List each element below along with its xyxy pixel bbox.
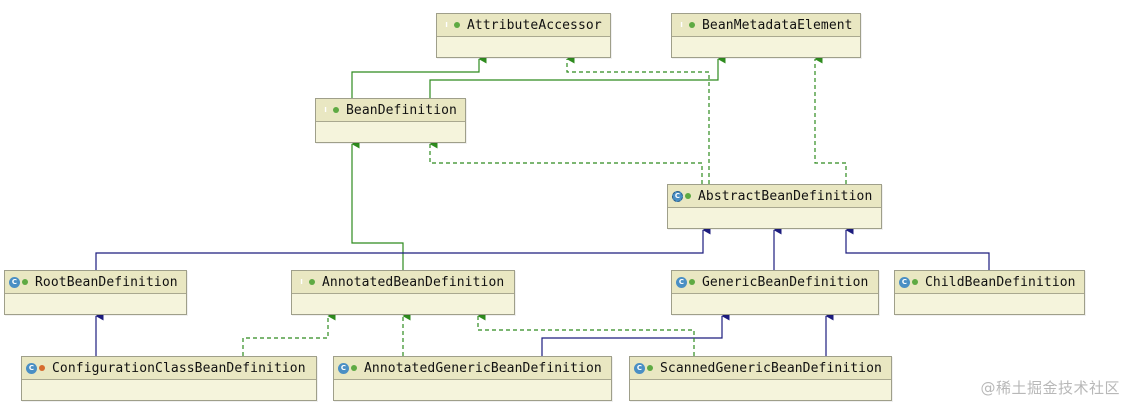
- class-box-abstractBeanDefinition[interactable]: C AbstractBeanDefinition: [667, 184, 882, 229]
- abstract-class-icon: C: [672, 190, 683, 202]
- class-header: I BeanDefinition: [316, 99, 465, 122]
- relation-implements-abstractBeanDefinition-to-attributeAccessor: [566, 54, 710, 184]
- interface-icon: I: [445, 21, 448, 29]
- public-visibility-icon: [912, 279, 918, 285]
- class-name: ScannedGenericBeanDefinition: [660, 360, 882, 376]
- relation-implements-configurationClassBeanDefinition-to-annotatedBeanDefinition: [242, 311, 336, 356]
- class-box-genericBeanDefinition[interactable]: C GenericBeanDefinition: [671, 270, 879, 315]
- public-visibility-icon: [685, 193, 691, 199]
- interface-icon: I: [680, 21, 683, 29]
- class-header: C ChildBeanDefinition: [895, 271, 1084, 294]
- interface-icon: I: [324, 106, 327, 114]
- class-icon: C: [676, 276, 687, 288]
- class-name: GenericBeanDefinition: [702, 274, 869, 290]
- class-box-annotatedGenericBeanDefinition[interactable]: C AnnotatedGenericBeanDefinition: [333, 356, 612, 401]
- class-box-beanDefinition[interactable]: I BeanDefinition: [315, 98, 466, 143]
- class-name: AbstractBeanDefinition: [698, 188, 873, 204]
- class-icon: C: [9, 276, 20, 288]
- public-visibility-icon: [22, 279, 28, 285]
- class-header: C AnnotatedGenericBeanDefinition: [334, 357, 611, 380]
- class-header: I AnnotatedBeanDefinition: [292, 271, 514, 294]
- relation-extends-childBeanDefinition-to-abstractBeanDefinition: [845, 225, 990, 270]
- class-name: ChildBeanDefinition: [925, 274, 1076, 290]
- class-name: ConfigurationClassBeanDefinition: [52, 360, 306, 376]
- class-header: I AttributeAccessor: [437, 14, 610, 37]
- class-box-attributeAccessor[interactable]: I AttributeAccessor: [436, 13, 611, 58]
- relation-implements-scannedGenericBeanDefinition-to-annotatedBeanDefinition: [477, 311, 695, 356]
- class-header: C RootBeanDefinition: [5, 271, 186, 294]
- class-name: AnnotatedBeanDefinition: [322, 274, 505, 290]
- class-name: BeanDefinition: [346, 102, 457, 118]
- relation-extends-interface-annotatedBeanDefinition-to-beanDefinition: [351, 139, 404, 270]
- relation-extends-interface-beanDefinition-to-attributeAccessor: [351, 54, 487, 98]
- class-box-beanMetadataElement[interactable]: I BeanMetadataElement: [671, 13, 861, 58]
- public-visibility-icon: [689, 279, 695, 285]
- class-box-configurationClassBeanDefinition[interactable]: C ConfigurationClassBeanDefinition: [21, 356, 317, 401]
- class-header: C GenericBeanDefinition: [672, 271, 878, 294]
- class-icon: C: [634, 362, 645, 374]
- class-icon: C: [26, 362, 37, 374]
- interface-icon: I: [300, 278, 303, 286]
- class-header: C AbstractBeanDefinition: [668, 185, 881, 208]
- class-header: I BeanMetadataElement: [672, 14, 860, 37]
- public-visibility-icon: [333, 107, 339, 113]
- class-name: AnnotatedGenericBeanDefinition: [364, 360, 602, 376]
- public-visibility-icon: [309, 279, 315, 285]
- class-header: C ConfigurationClassBeanDefinition: [22, 357, 316, 380]
- relation-extends-annotatedGenericBeanDefinition-to-genericBeanDefinition: [541, 311, 730, 356]
- watermark: @稀土掘金技术社区: [980, 379, 1120, 397]
- class-icon: C: [899, 276, 910, 288]
- relation-implements-abstractBeanDefinition-to-beanDefinition: [429, 139, 703, 184]
- class-name: BeanMetadataElement: [702, 17, 853, 33]
- public-visibility-icon: [689, 22, 695, 28]
- relation-extends-interface-beanDefinition-to-beanMetadataElement: [429, 54, 726, 98]
- package-private-visibility-icon: [39, 365, 45, 371]
- class-name: RootBeanDefinition: [35, 274, 178, 290]
- public-visibility-icon: [454, 22, 460, 28]
- relation-extends-rootBeanDefinition-to-abstractBeanDefinition: [95, 225, 711, 270]
- class-header: C ScannedGenericBeanDefinition: [630, 357, 891, 380]
- relation-implements-abstractBeanDefinition-to-beanMetadataElement: [814, 54, 847, 184]
- relations-layer: [95, 54, 990, 356]
- class-name: AttributeAccessor: [467, 17, 602, 33]
- public-visibility-icon: [647, 365, 653, 371]
- class-box-childBeanDefinition[interactable]: C ChildBeanDefinition: [894, 270, 1085, 315]
- public-visibility-icon: [351, 365, 357, 371]
- class-box-annotatedBeanDefinition[interactable]: I AnnotatedBeanDefinition: [291, 270, 515, 315]
- class-box-rootBeanDefinition[interactable]: C RootBeanDefinition: [4, 270, 187, 315]
- class-box-scannedGenericBeanDefinition[interactable]: C ScannedGenericBeanDefinition: [629, 356, 892, 401]
- class-icon: C: [338, 362, 349, 374]
